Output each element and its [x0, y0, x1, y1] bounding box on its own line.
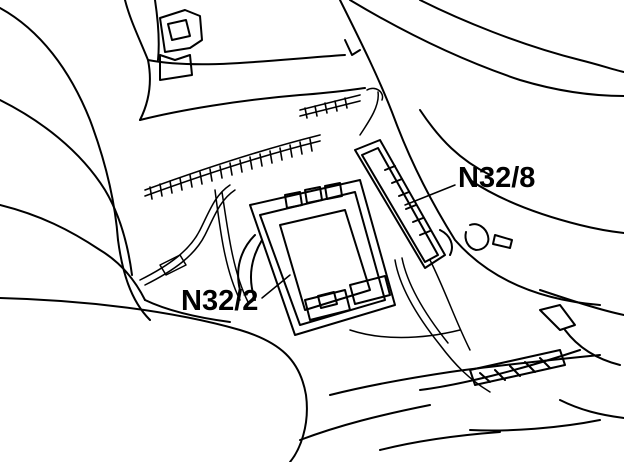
left-seat-outline: [0, 8, 307, 462]
control-module-n32-2: [238, 180, 395, 335]
callout-label-n32-8: N32/8: [458, 162, 536, 194]
adjuster-springs: [145, 95, 360, 199]
leader-lines: [262, 185, 455, 298]
wiring-harness: [140, 88, 490, 392]
right-seat-outline: [340, 0, 624, 431]
upper-left-trim: [125, 0, 365, 120]
console-floor: [300, 305, 620, 450]
connector-n32-8: [355, 140, 512, 268]
callout-label-n32-2: N32/2: [181, 285, 259, 317]
